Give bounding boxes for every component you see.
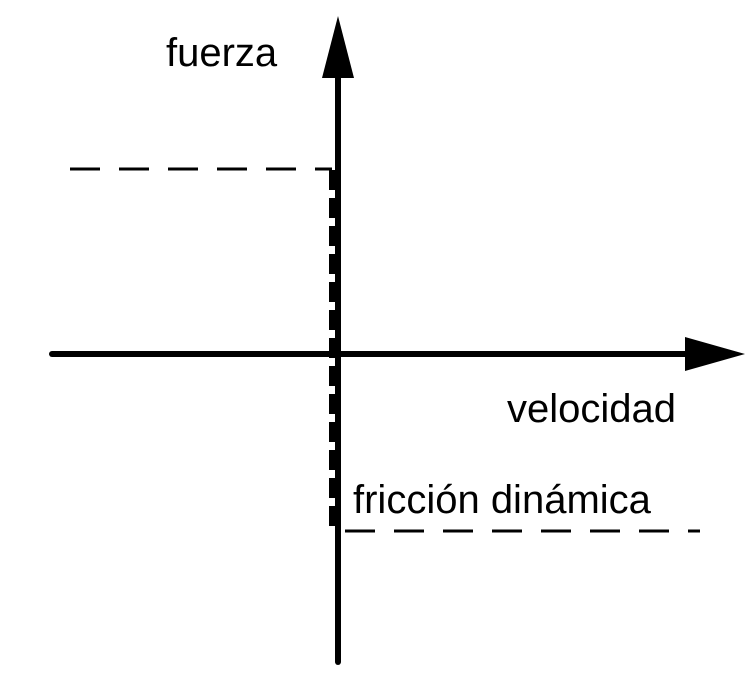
x-axis-arrow-icon [685,337,745,371]
x-axis-label: velocidad [507,387,676,431]
dynamic-friction-label: fricción dinámica [353,478,652,522]
y-axis-arrow-icon [322,16,354,78]
y-axis-label: fuerza [166,31,278,75]
